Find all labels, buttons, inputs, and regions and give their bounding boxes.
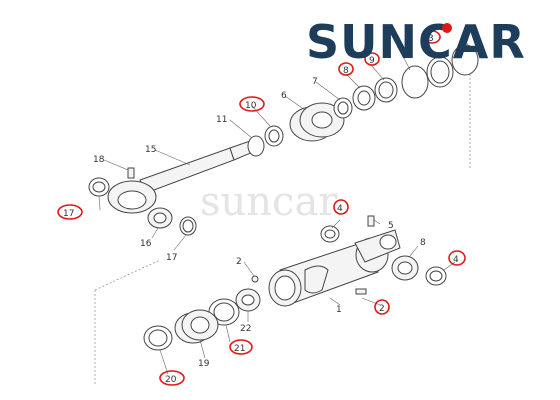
highlight-17 (57, 204, 83, 220)
highlight-10 (239, 96, 265, 112)
watermark-text: suncar (200, 179, 338, 225)
highlight-8 (338, 62, 354, 76)
bolt-2-lower (355, 288, 367, 295)
callout-8-top: 8 (343, 66, 349, 76)
callout-8-lower: 8 (420, 238, 426, 248)
grease-nipple-5 (367, 215, 375, 227)
callout-11: 11 (216, 115, 227, 125)
callout-4-right: 4 (453, 255, 459, 265)
frame-dashes (94, 70, 471, 385)
highlight-4-mid (333, 199, 349, 215)
callout-17-left: 17 (63, 209, 74, 219)
suncar-logo: SUNCAR (306, 15, 526, 69)
callout-21: 21 (234, 344, 245, 354)
callout-20: 20 (165, 375, 177, 385)
callout-16: 16 (140, 239, 152, 249)
callout-5: 5 (388, 221, 394, 231)
grease-nipple (127, 167, 135, 179)
highlight-4-right (448, 250, 466, 266)
o-ring-large (451, 44, 479, 76)
callout-2-lower: 2 (379, 304, 385, 314)
callout-17-lower: 17 (166, 253, 177, 263)
highlight-2 (374, 299, 390, 315)
highlight-3 (423, 30, 441, 44)
highlight-circles (57, 30, 466, 386)
callout-9: 9 (369, 56, 375, 66)
callout-15: 15 (145, 145, 156, 155)
callout-22: 22 (240, 324, 251, 334)
o-ring-4-top (401, 65, 429, 99)
snap-ring (247, 135, 265, 157)
callout-2-upper: 2 (236, 257, 242, 267)
bolt-2-upper (251, 275, 259, 283)
highlight-20 (159, 370, 185, 386)
rod-assembly (88, 44, 479, 236)
callout-4-top: 4 (397, 42, 403, 52)
callout-6: 6 (281, 91, 287, 101)
callout-10: 10 (245, 101, 257, 111)
logo-sun-icon (442, 23, 452, 33)
callout-7: 7 (312, 77, 318, 87)
cylinder-assembly (143, 215, 447, 351)
highlight-9 (364, 52, 380, 66)
leader-lines (98, 42, 469, 375)
callout-labels: 3 4 8 9 7 6 10 11 15 18 17 16 17 4 5 2 8… (63, 34, 459, 385)
callout-4-mid: 4 (337, 204, 343, 214)
callout-18: 18 (93, 155, 105, 165)
callout-19: 19 (198, 359, 210, 369)
highlight-21 (229, 339, 253, 355)
logo-text: SUNCAR (306, 15, 526, 69)
callout-3: 3 (428, 34, 434, 44)
callout-1: 1 (336, 305, 342, 315)
